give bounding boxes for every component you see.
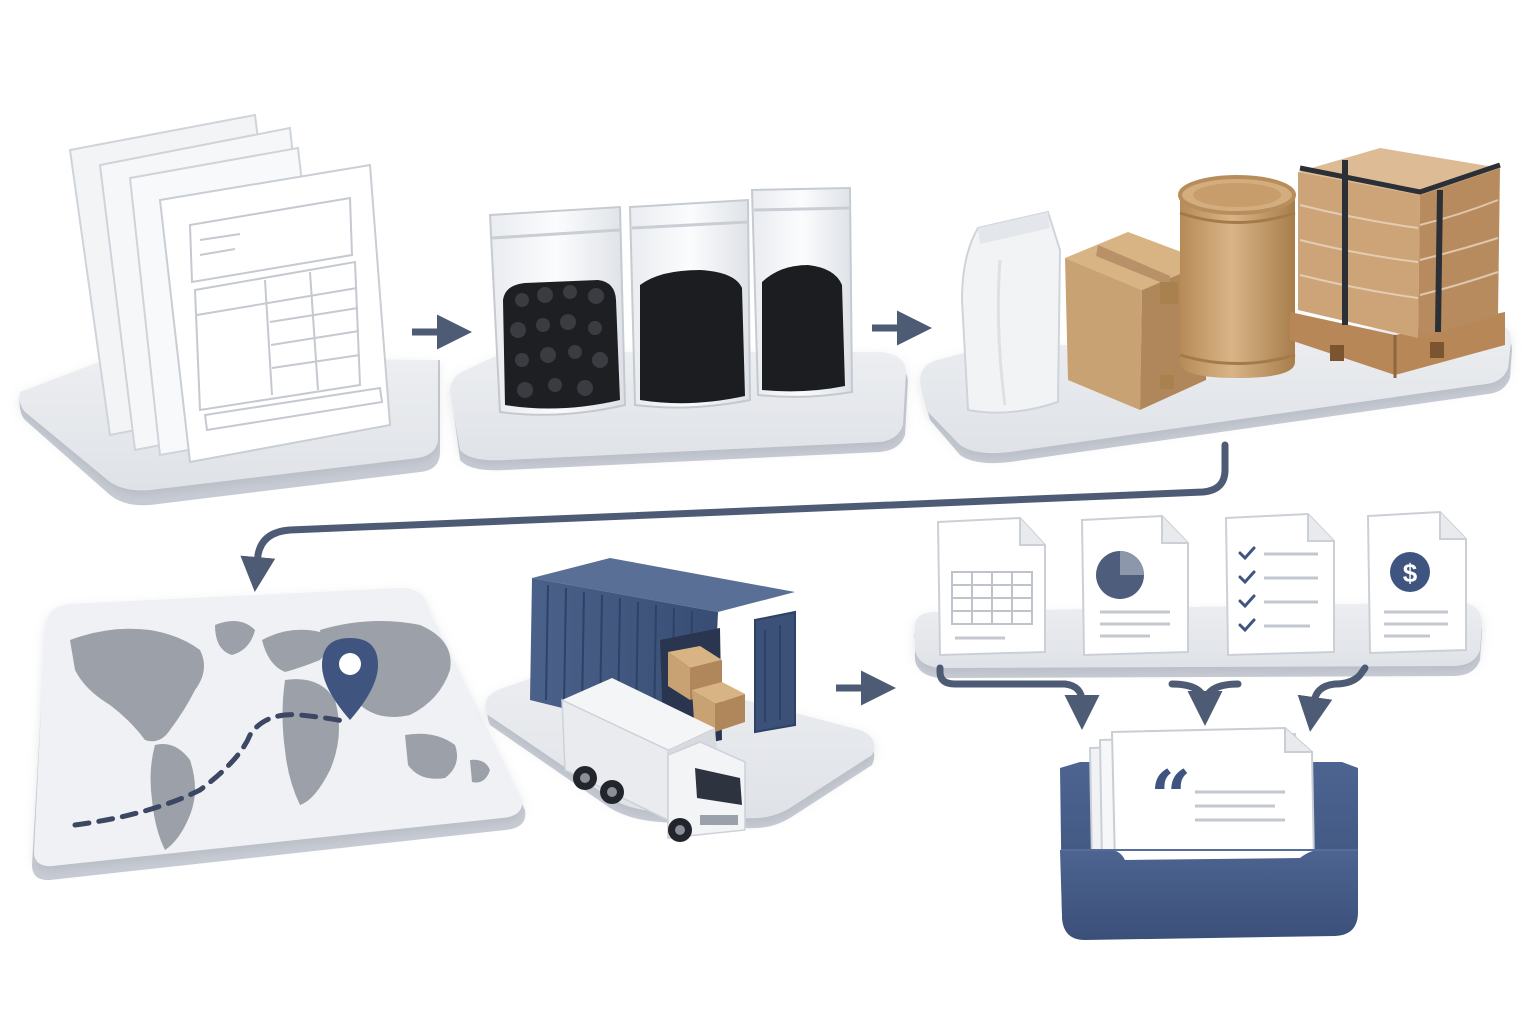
quote-mark: “ [1150,754,1191,839]
resin-sample-bag-icon [752,188,852,397]
resin-sample-bag-icon [630,200,750,408]
checklist-document-icon [1226,514,1334,655]
step-reports: $ [915,512,1482,678]
wrapped-pallet-icon [1290,148,1505,378]
spreadsheet-document-icon [938,518,1045,655]
step-shipping [486,558,875,842]
step-documents [20,115,440,505]
step-quote: “ [1060,728,1358,940]
step-samples [450,188,908,470]
fiber-drum-icon [1180,177,1295,378]
step-routing [32,588,525,880]
pie-chart-document-icon [1082,516,1188,655]
step-packaging [920,148,1512,463]
invoice-document-icon: $ [1368,512,1466,653]
document-stack-icon [70,115,390,462]
tray-front [1060,850,1358,940]
quote-document-icon: “ [1090,728,1314,864]
currency-symbol: $ [1403,558,1418,588]
paper-bag-icon [962,212,1060,413]
world-map-icon [32,588,525,880]
resin-sample-bag-icon [490,207,625,415]
